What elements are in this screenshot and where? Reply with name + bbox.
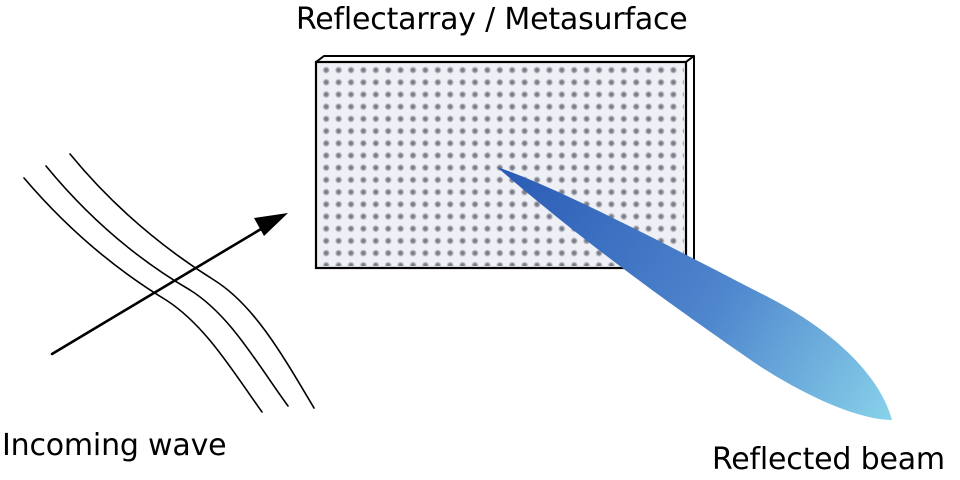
incidence-arrow-shaft xyxy=(50,224,268,356)
wavefront-2 xyxy=(45,165,289,407)
panel-side-edge xyxy=(685,55,695,269)
diagram-title: Reflectarray / Metasurface xyxy=(296,2,688,37)
wavefront-1 xyxy=(23,177,263,413)
reflected-beam-lobe xyxy=(497,167,892,420)
incidence-arrow-head xyxy=(254,213,288,236)
incoming-wave-label: Incoming wave xyxy=(2,428,227,463)
arrow-up-right-icon xyxy=(50,213,288,356)
wavefront-lines xyxy=(23,153,315,413)
wavefront-3 xyxy=(69,153,315,409)
reflected-beam-label: Reflected beam xyxy=(712,442,945,477)
